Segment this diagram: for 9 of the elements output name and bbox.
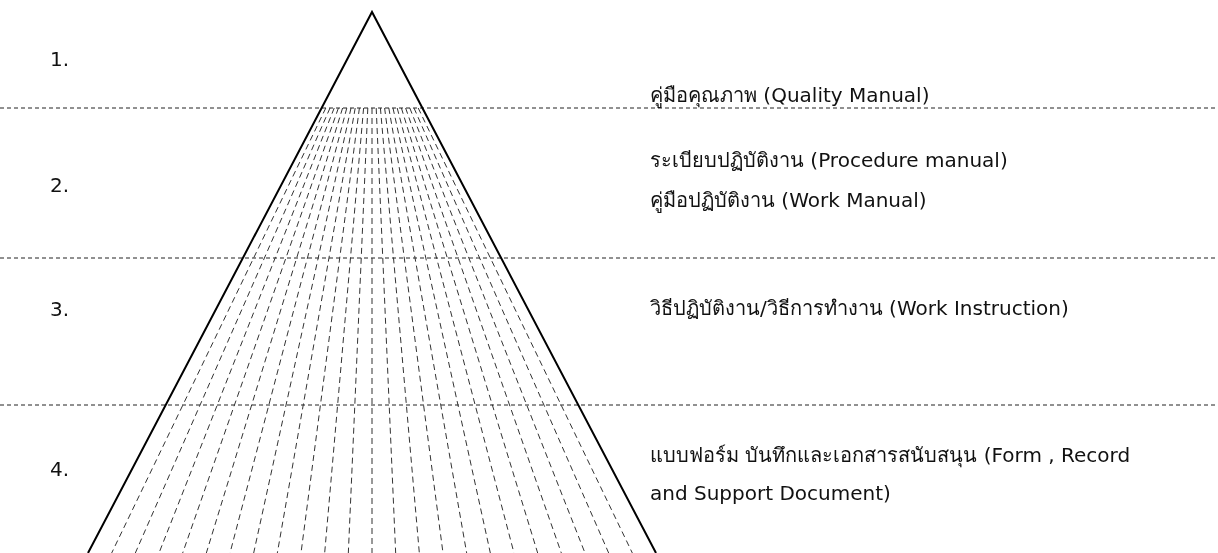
level-number: 4. (50, 456, 71, 483)
level-label: แบบฟอร์ม บันทึกและเอกสารสนับสนุน (Form , Record and Support Document) (650, 442, 1132, 507)
level-number: 1. (50, 46, 71, 73)
level-label: คู่มือคุณภาพ (Quality Manual) (650, 82, 931, 110)
level-number: 2. (50, 172, 71, 199)
level-label: ระเบียบปฏิบัติงาน (Procedure manual) (650, 147, 1009, 174)
level-label: คู่มือปฏิบัติงาน (Work Manual) (650, 187, 928, 215)
level-number: 3. (50, 296, 71, 323)
level-label: วิธีปฏิบัติงาน/วิธีการทำงาน (Work Instruction) (650, 295, 1070, 322)
